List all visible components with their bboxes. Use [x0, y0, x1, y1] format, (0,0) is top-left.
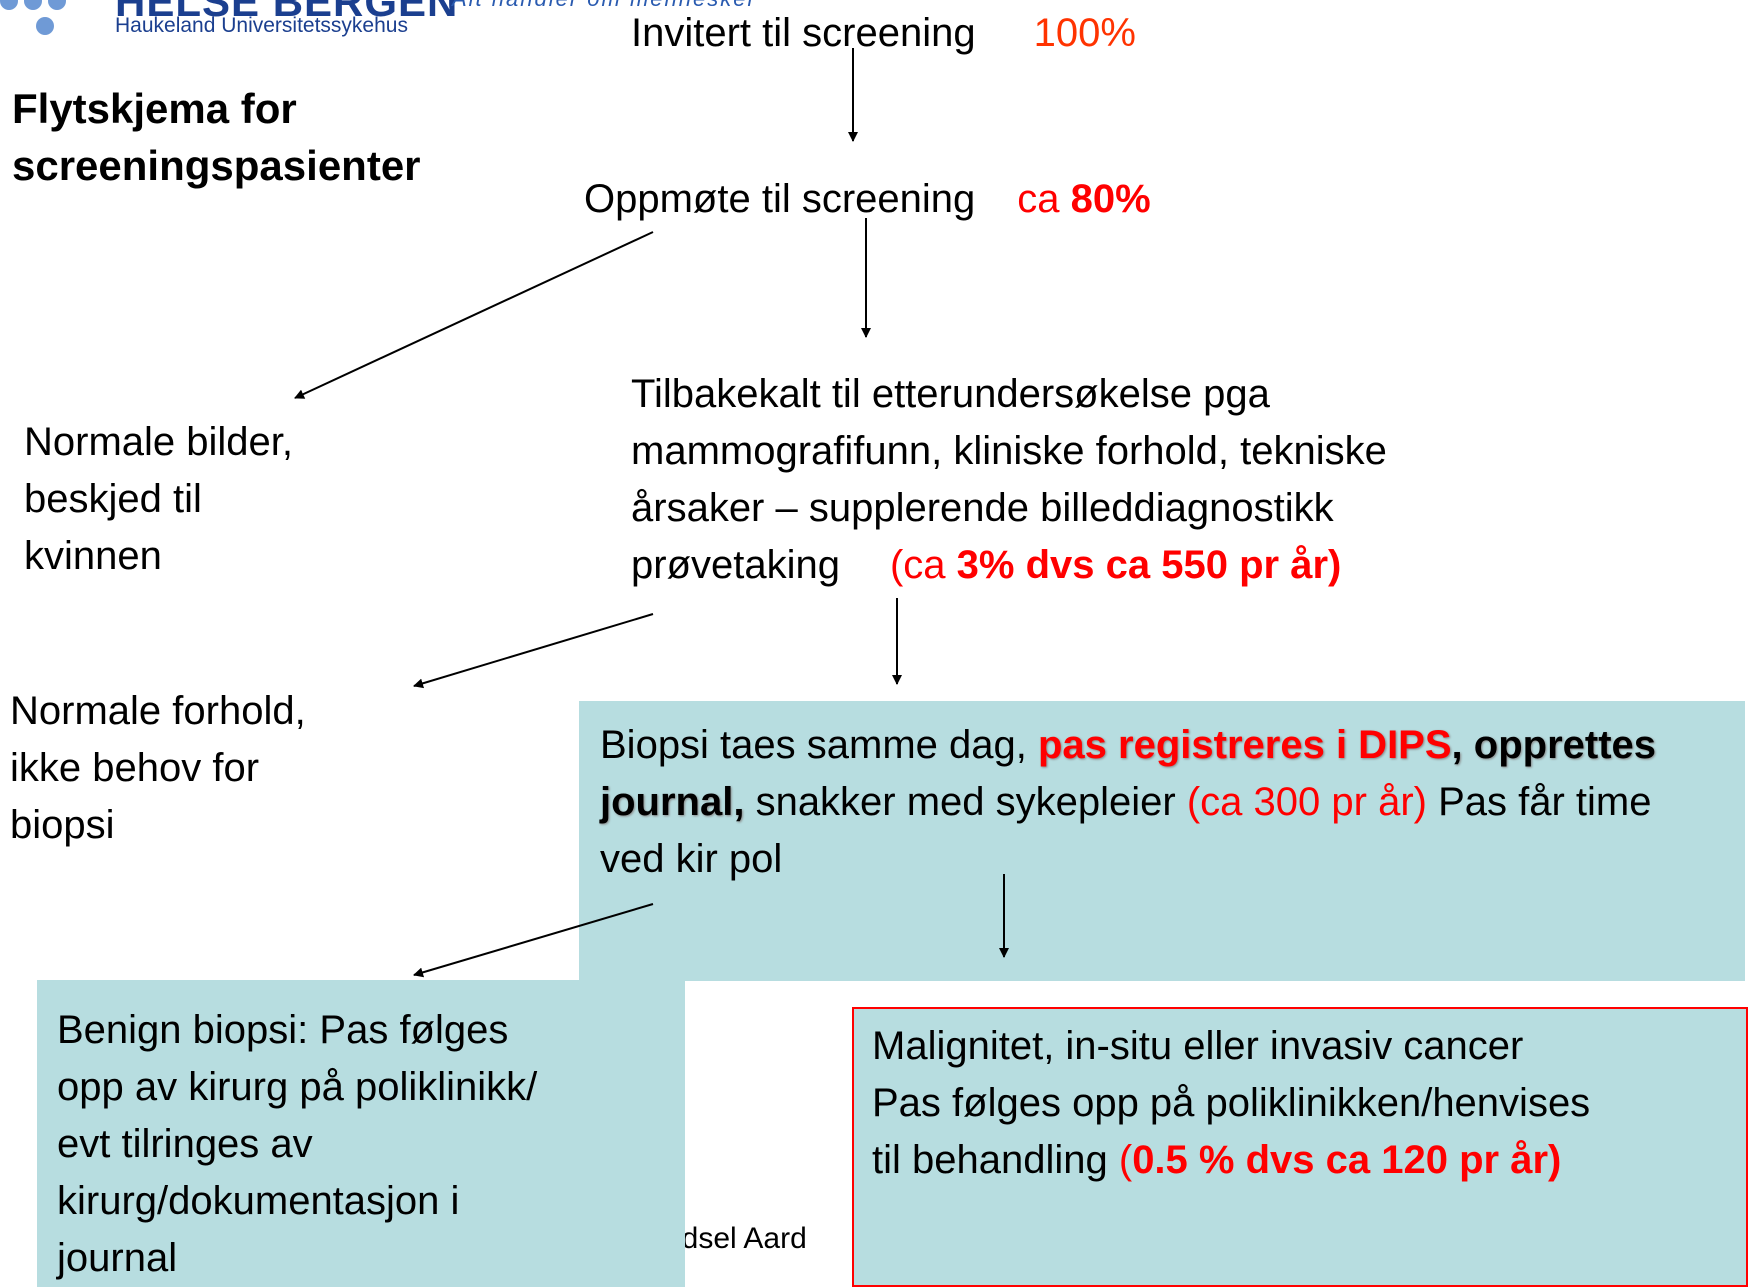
step-normal-conditions: Normale forhold, ikke behov for biopsi [10, 683, 306, 854]
benign-line: kirurg/dokumentasjon i [57, 1179, 460, 1223]
recalled-line: årsaker – supplerende billeddiagnostikk [631, 486, 1334, 530]
step-normal-images: Normale bilder, beskjed til kvinnen [24, 414, 293, 585]
logo-dot-3 [48, 0, 66, 10]
malignant-line-1: Malignitet, in-situ eller invasiv cancer [872, 1024, 1524, 1068]
page-title: Flytskjema for screeningspasienter [12, 80, 421, 194]
logo-dot-1 [0, 0, 18, 10]
invited-text: Invitert til screening [631, 11, 976, 55]
arrow-recalled-to-normal [413, 613, 654, 689]
attended-text: Oppmøte til screening [584, 177, 976, 221]
malignant-stat: 0.5 % dvs ca 120 pr år) [1132, 1138, 1562, 1182]
attended-value-prefix: ca [1017, 177, 1071, 221]
logo-dot-2 [24, 0, 42, 10]
recalled-stat-open: (ca [889, 543, 957, 587]
step-attended: Oppmøte til screening ca 80% [584, 171, 1151, 228]
normal-images-line: beskjed til [24, 477, 202, 521]
malignant-line-3: til behandling (0.5 % dvs ca 120 pr år) [872, 1132, 1590, 1189]
benign-line: evt tilringes av [57, 1122, 313, 1166]
normal-conditions-line: biopsi [10, 803, 115, 847]
recalled-stat: 3% dvs ca 550 pr år) [956, 543, 1342, 587]
normal-images-line: kvinnen [24, 534, 162, 578]
benign-line: opp av kirurg på poliklinikk/ [57, 1065, 538, 1109]
biopsy-text-2: snakker med sykepleier [744, 780, 1187, 824]
biopsy-text-3: Pas får time ved kir pol [600, 780, 1652, 881]
benign-line: Benign biopsi: Pas følges [57, 1008, 509, 1052]
malignant-line-2: Pas følges opp på poliklinikken/henvises [872, 1081, 1591, 1125]
malignant-box [852, 1007, 1748, 1287]
logo-dot-4 [36, 17, 54, 35]
arrow-biopsy-to-benign [413, 903, 654, 978]
malignant-line-3-text: til behandling [872, 1138, 1119, 1182]
logo-subtitle: Haukeland Universitetssykehus [115, 14, 408, 37]
benign-box [37, 980, 685, 1287]
recalled-last-text: prøvetaking [631, 543, 840, 587]
biopsy-text-1: Biopsi taes samme dag, [600, 723, 1038, 767]
logo-name: HELSE BERGEN [115, 0, 459, 25]
biopsy-dips: pas registreres i DIPS [1038, 723, 1452, 767]
malignant-paren: ( [1118, 1138, 1133, 1182]
normal-images-line: Normale bilder, [24, 420, 294, 464]
normal-conditions-line: ikke behov for [10, 746, 260, 790]
normal-conditions-line: Normale forhold, [10, 689, 306, 733]
title-line-2: screeningspasienter [12, 142, 421, 189]
biopsy-count: (ca 300 pr år) [1186, 780, 1427, 824]
invited-value: 100% [1033, 11, 1136, 55]
step-biopsy: Biopsi taes samme dag, pas registreres i… [600, 717, 1720, 888]
biopsy-journal: , opprettes journal, [600, 723, 1657, 824]
step-recalled: Tilbakekalt til etterundersøkelse pga ma… [631, 366, 1387, 594]
step-invited: Invitert til screening 100% [631, 5, 1136, 62]
attended-value: 80% [1070, 177, 1151, 221]
recalled-last-line: prøvetaking (ca 3% dvs ca 550 pr år) [631, 537, 1387, 594]
biopsy-box [579, 701, 1745, 981]
logo-slogan: Alt handler om mennesker [452, 0, 757, 12]
title-line-1: Flytskjema for [12, 85, 297, 132]
step-benign: Benign biopsi: Pas følges opp av kirurg … [57, 1002, 537, 1287]
arrow-attended-to-normal [294, 231, 654, 399]
recalled-line: mammografifunn, kliniske forhold, teknis… [631, 429, 1387, 473]
recalled-line: Tilbakekalt til etterundersøkelse pga [631, 372, 1270, 416]
step-malignant: Malignitet, in-situ eller invasiv cancer… [872, 1018, 1590, 1189]
benign-line: journal [57, 1236, 178, 1280]
